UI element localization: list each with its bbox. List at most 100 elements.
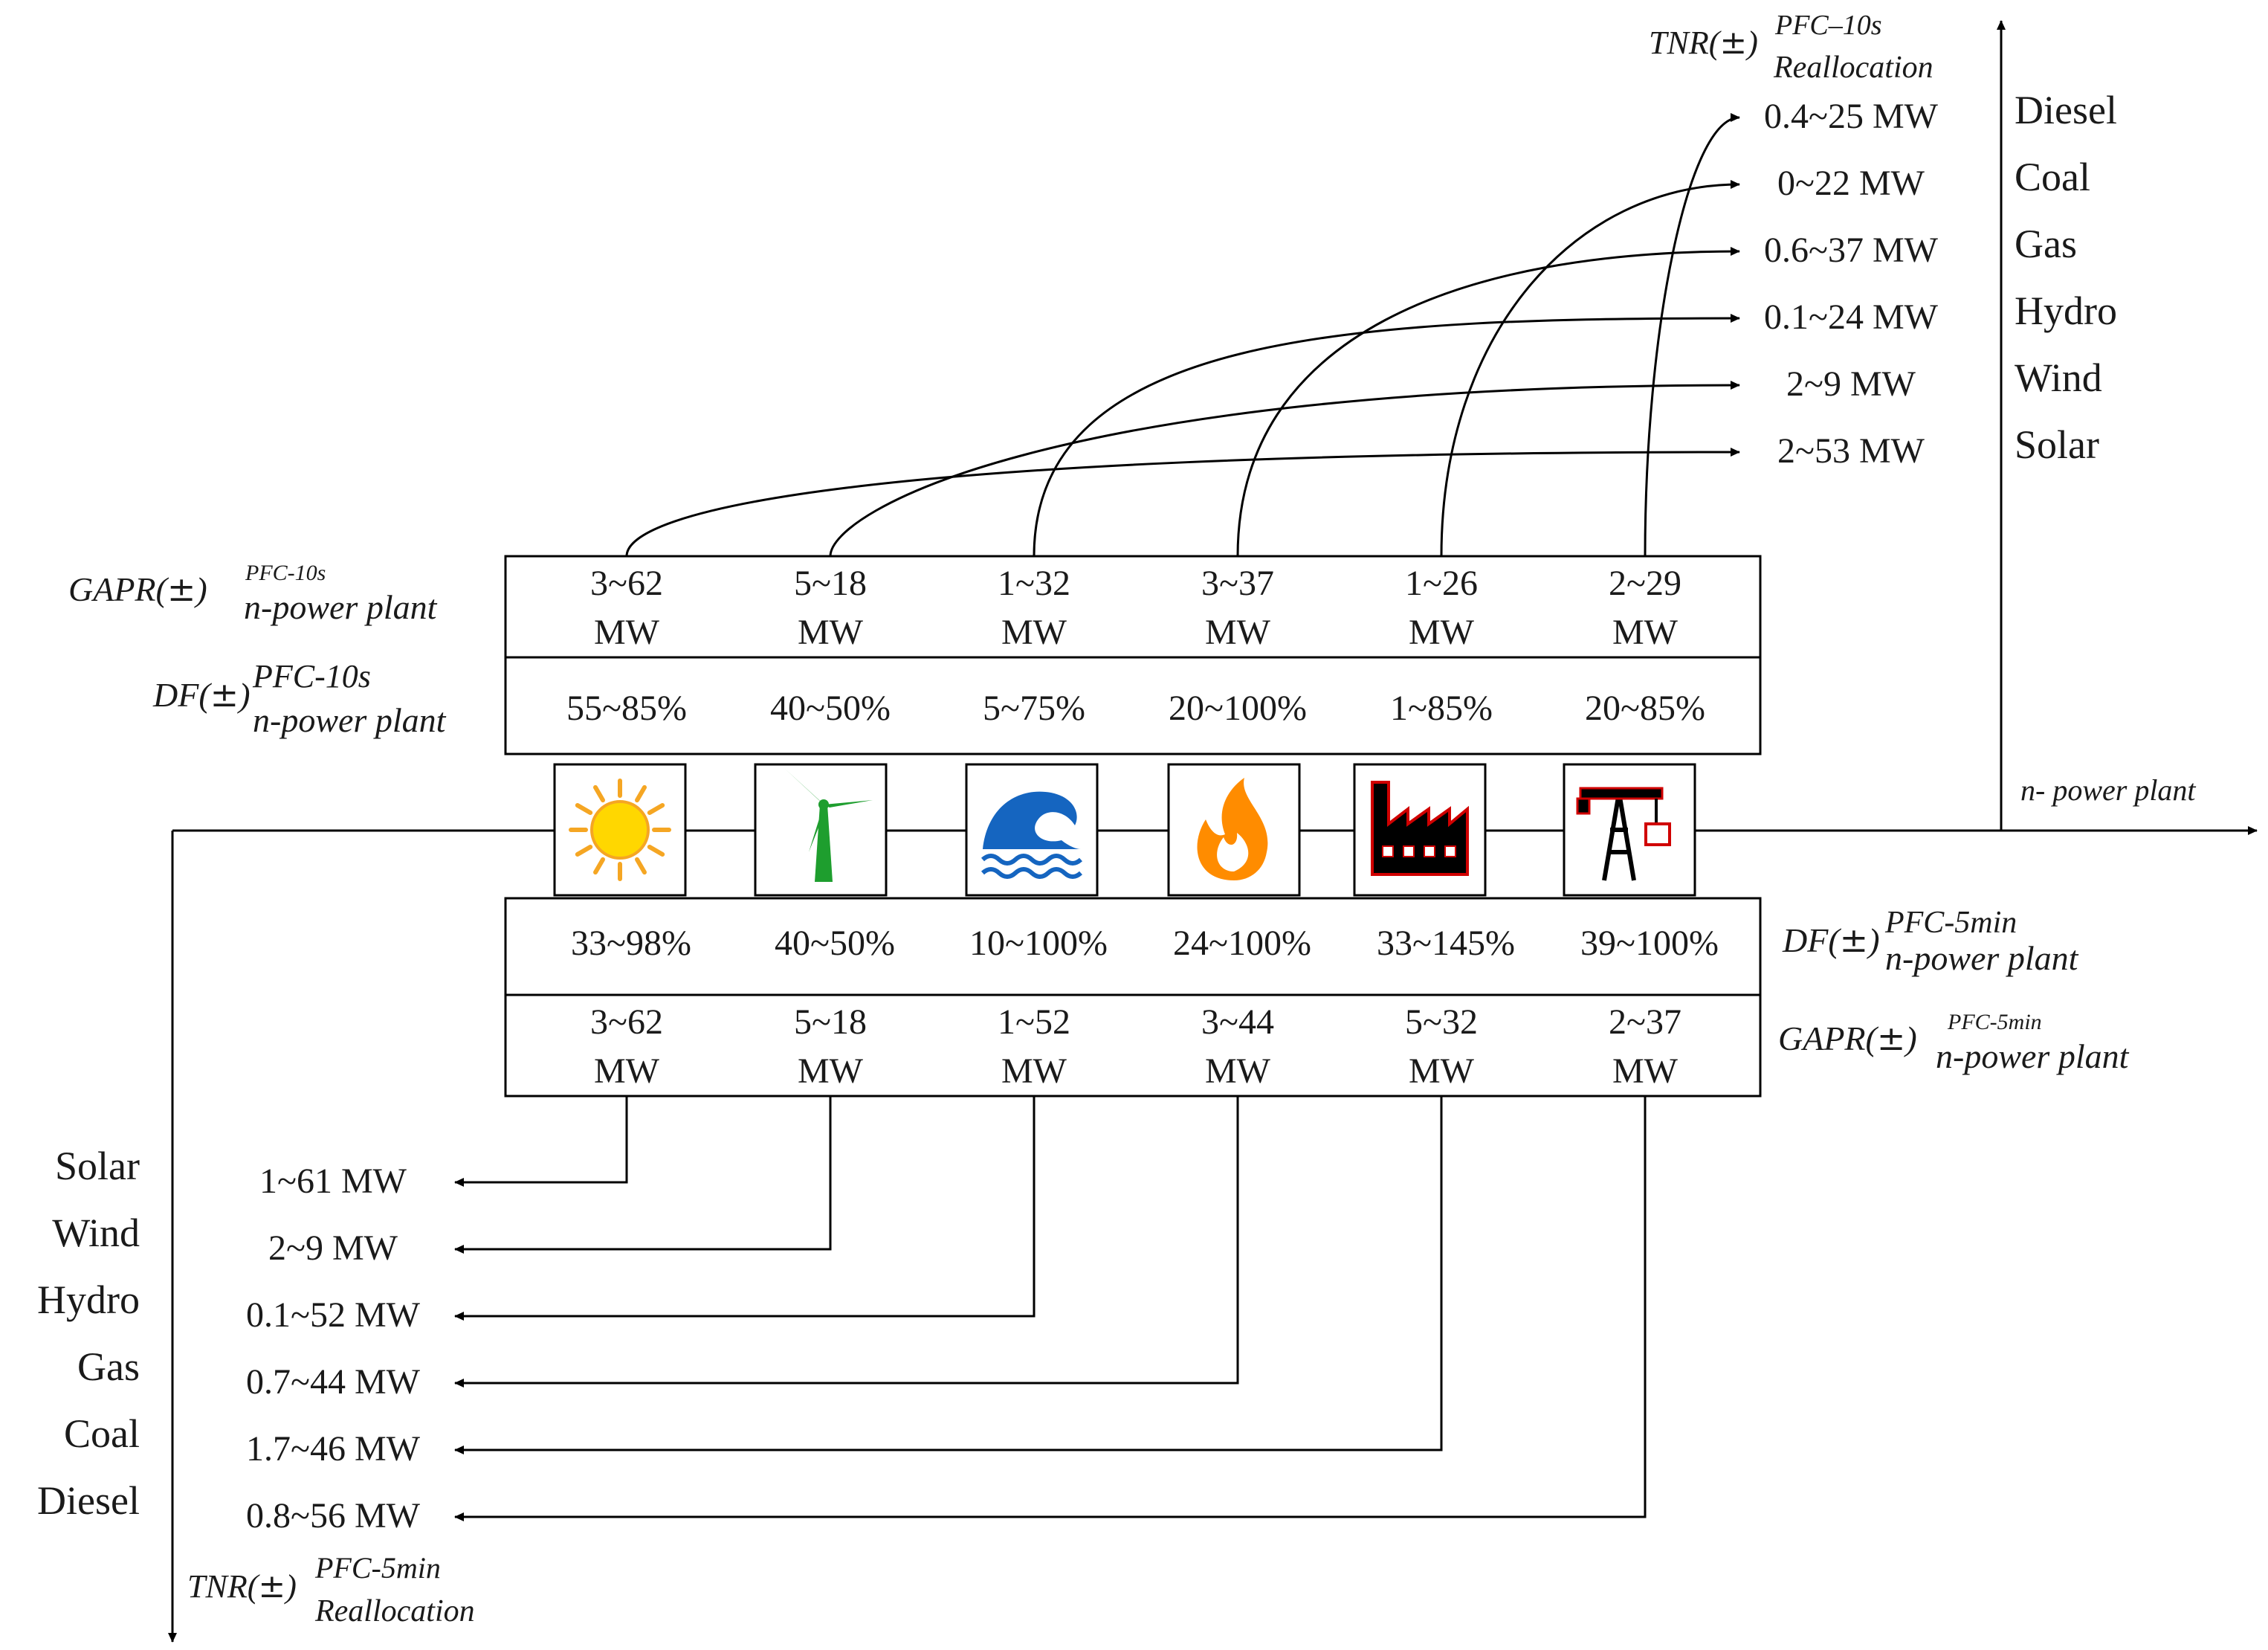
gapr-10s-row-box [504,555,1762,659]
tnr-10s-source: Wind [2015,355,2102,400]
plant-icon-box [754,763,888,897]
tnr-10s-value: 0~22 MW [1777,164,1925,203]
gapr-5min-unit: MW [594,1051,660,1091]
axes [168,20,2258,1643]
tnr-5min-value: 0.7~44 MW [246,1362,421,1402]
tnr-10s-value: 2~53 MW [1777,431,1925,471]
df-5min-value: 33~145% [1377,924,1515,963]
tnr-10s-source: Gas [2015,222,2077,266]
top-axis-label-sup: PFC–10s [1774,10,1882,41]
bottom-axis-label-sub: Reallocation [314,1594,475,1628]
gapr-10s-unit: MW [798,613,864,652]
gapr-10s-unit: MW [1409,613,1475,652]
gapr-10s-unit: MW [1205,613,1271,652]
gapr-5min-value: 5~18 [794,1002,867,1042]
plant-icon-box [1563,763,1696,897]
connector-5min [454,1096,628,1187]
gapr-5min-label: GAPR(±) PFC-5min n-power plant [1778,1010,2130,1075]
gapr-10s-value: 3~62 [590,564,663,603]
tnr-5min-value: 1~61 MW [259,1161,407,1201]
df-10s-value: 5~75% [983,689,1085,728]
tnr-10s-value: 0.4~25 MW [1764,97,1939,136]
connector-5min [454,1096,1443,1454]
gapr-10s-unit: MW [1612,613,1679,652]
top-axis-label-pm: ± [1719,24,1747,62]
df-10s-value: 20~100% [1169,689,1307,728]
connector-5min [454,1096,832,1254]
df-5min-value: 40~50% [775,924,895,963]
gapr-5min-unit: MW [1001,1051,1067,1091]
gapr-5min-unit: MW [1409,1051,1475,1091]
gapr-10s-value: 1~32 [998,564,1070,603]
bottom-axis-label: TNR(±) PFC-5min Reallocation [187,1551,475,1628]
df-10s-value: 55~85% [566,689,687,728]
gapr-5min-value: 3~62 [590,1002,663,1042]
bottom-axis-label-close: ) [283,1568,297,1605]
df-10s-value: 20~85% [1585,689,1705,728]
gapr-5min-value: 5~32 [1405,1002,1478,1042]
svg-text:GAPR(±): GAPR(±) [68,569,207,609]
wind-turbine-icon [785,769,873,882]
tnr-5min-value: 1.7~46 MW [246,1429,421,1469]
curve-10s [1033,314,1740,557]
bottom-axis-label-base: TNR( [187,1568,260,1605]
tnr-5min-source: Coal [64,1411,140,1456]
curve-10s [829,381,1740,557]
df-5min-value: 10~100% [969,924,1108,963]
plant-icon-row [553,763,1696,897]
tnr-10s-value: 0.6~37 MW [1764,231,1939,270]
svg-text:n-power plant: n-power plant [244,588,438,626]
gapr-10s-value: 1~26 [1405,564,1478,603]
df-10s-label: DF(±) PFC-10s n-power plant [152,658,447,739]
bottom-axis-label-sup: PFC-5min [314,1551,441,1585]
gapr-5min-value: 1~52 [998,1002,1070,1042]
svg-text:PFC-5min: PFC-5min [1947,1010,2042,1034]
tnr-5min-source: Hydro [37,1277,140,1322]
gapr-10s-label: GAPR(±) PFC-10s n-power plant [68,561,438,626]
gapr-5min-unit: MW [798,1051,864,1091]
svg-text:TNR(±): TNR(±) [1649,24,1758,62]
df-5min-value: 39~100% [1580,924,1719,963]
svg-text:PFC-10s: PFC-10s [252,658,371,695]
tnr-5min-source: Solar [55,1144,140,1188]
x-axis-label: n- power plant [2020,773,2196,807]
svg-text:PFC-5min: PFC-5min [1884,906,2017,940]
tnr-5min-value: 0.1~52 MW [246,1295,421,1335]
gapr-10s-value: 5~18 [794,564,867,603]
table-frames [504,555,1762,1098]
curves-10s [625,113,1740,557]
sun-icon [569,779,671,881]
svg-text:n-power plant: n-power plant [1936,1037,2130,1075]
gapr-10s-value: 3~37 [1201,564,1274,603]
oil-rig-crane-icon [1576,787,1671,881]
top-axis-label-base: TNR( [1649,25,1722,61]
tnr-10s-source: Hydro [2015,289,2117,333]
gapr-5min-value: 3~44 [1201,1002,1274,1042]
gapr-10s-unit: MW [1001,613,1067,652]
water-wave-icon [980,791,1083,879]
connector-5min [454,1096,1036,1321]
gapr-10s-unit: MW [594,613,660,652]
top-axis-label-close: ) [1745,25,1758,61]
top-axis-label: TNR(±) PFC–10s Reallocation [1649,10,1933,85]
curve-10s [1236,247,1740,557]
df-5min-value: 24~100% [1173,924,1311,963]
svg-text:DF(±): DF(±) [1782,920,1880,960]
svg-text:n-power plant: n-power plant [253,701,447,739]
tnr-5min-value: 0.8~56 MW [246,1496,421,1535]
table-text: 3~62MW55~85%33~98%3~62MW5~18MW40~50%40~5… [566,564,1719,1091]
tnr-10s-value: 2~9 MW [1786,364,1916,404]
gapr-5min-unit: MW [1612,1051,1679,1091]
plant-icon-box [1167,763,1301,897]
flame-icon [1197,778,1268,880]
df-5min-label: DF(±) PFC-5min n-power plant [1782,906,2079,977]
svg-text:PFC-10s: PFC-10s [245,561,326,585]
curve-10s [625,448,1740,557]
gapr-10s-value: 2~29 [1609,564,1681,603]
svg-text:TNR(±): TNR(±) [187,1567,297,1605]
svg-text:DF(±): DF(±) [152,674,251,715]
tnr-10s-source: Coal [2015,155,2090,199]
connectors-5min [454,1096,1647,1521]
